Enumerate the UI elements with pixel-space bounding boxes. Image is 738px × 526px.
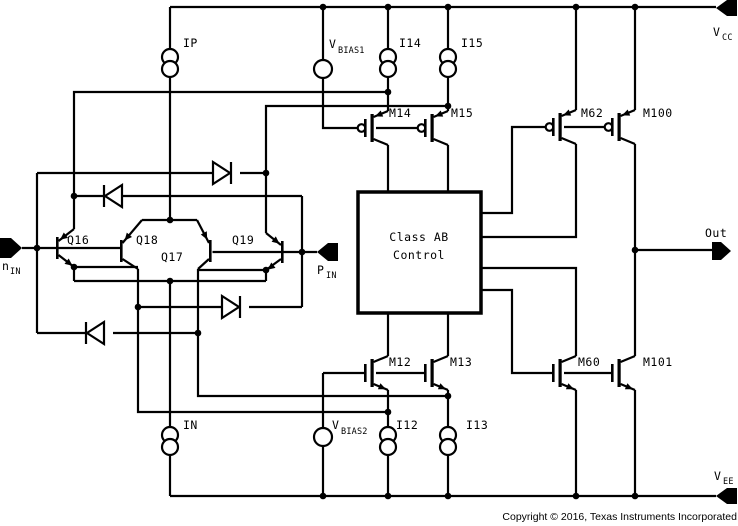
pin-terminal: P IN xyxy=(317,243,338,281)
q17-label: Q17 xyxy=(161,250,183,264)
transistor-m15: M15 xyxy=(416,106,473,147)
i13-label: I13 xyxy=(466,418,488,432)
diode-bottom-left xyxy=(84,320,106,346)
m60-label: M60 xyxy=(578,355,600,369)
class-ab-label-line2: Control xyxy=(393,248,445,262)
nin-sub: IN xyxy=(10,267,21,277)
transistor-q17: Q17 xyxy=(161,219,212,270)
q16-label: Q16 xyxy=(67,233,89,247)
diode-top-right xyxy=(211,160,233,186)
vbias1-sub: BIAS1 xyxy=(338,46,365,56)
i12-label: I12 xyxy=(396,418,418,432)
q18-label: Q18 xyxy=(136,233,158,247)
i14-label: I14 xyxy=(399,36,421,50)
q19-label: Q19 xyxy=(232,233,254,247)
transistor-m101: M101 xyxy=(609,354,673,392)
vbias2-label: V xyxy=(332,418,339,432)
vcc-sub: CC xyxy=(722,33,733,43)
m14-label: M14 xyxy=(389,106,411,120)
m12-label: M12 xyxy=(389,355,411,369)
i15-label: I15 xyxy=(461,36,483,50)
vee-sub: EE xyxy=(723,477,734,487)
out-label: Out xyxy=(705,226,727,240)
class-ab-label-line1: Class AB xyxy=(389,230,448,244)
transistor-q19: Q19 xyxy=(232,232,284,271)
diode-top-left xyxy=(102,183,124,209)
m62-label: M62 xyxy=(581,106,603,120)
pin-sub: IN xyxy=(326,271,337,281)
voltage-source-vbias1: V BIAS1 xyxy=(312,37,365,80)
transistor-q16: Q16 xyxy=(56,228,89,268)
vee-label: V xyxy=(714,469,721,483)
ip-label: IP xyxy=(183,36,198,50)
transistor-m13: M13 xyxy=(422,354,472,392)
transistor-q18: Q18 xyxy=(120,219,158,270)
vbias2-sub: BIAS2 xyxy=(341,427,368,437)
transistor-m100: M100 xyxy=(603,106,673,146)
in-label: IN xyxy=(183,418,198,432)
copyright-notice: Copyright © 2016, Texas Instruments Inco… xyxy=(502,511,737,523)
transistor-m12: M12 xyxy=(362,354,411,392)
current-source-ip: IP xyxy=(160,36,198,79)
m13-label: M13 xyxy=(450,355,472,369)
transistor-m60: M60 xyxy=(550,354,600,392)
vbias1-label: V xyxy=(329,37,336,51)
transistor-m62: M62 xyxy=(544,106,603,146)
vcc-label: V xyxy=(713,25,720,39)
nin-label: n xyxy=(2,259,9,273)
pin-label: P xyxy=(317,263,324,277)
vee-terminal: V EE xyxy=(714,469,737,504)
nin-terminal: n IN xyxy=(0,238,22,277)
current-source-i14: I14 xyxy=(378,36,421,79)
current-source-in: IN xyxy=(160,418,198,457)
current-source-i12: I12 xyxy=(378,418,418,457)
voltage-source-vbias2: V BIAS2 xyxy=(312,418,368,448)
diode-bottom-right xyxy=(220,294,242,320)
current-source-i15: I15 xyxy=(438,36,483,79)
wires xyxy=(22,7,712,496)
vcc-terminal: V CC xyxy=(713,0,737,43)
class-ab-control-block: Class AB Control xyxy=(356,190,483,315)
current-source-i13: I13 xyxy=(438,418,488,457)
out-terminal: Out xyxy=(705,226,731,260)
m101-label: M101 xyxy=(643,355,673,369)
m100-label: M100 xyxy=(643,106,673,120)
transistor-m14: M14 xyxy=(356,106,411,147)
m15-label: M15 xyxy=(451,106,473,120)
